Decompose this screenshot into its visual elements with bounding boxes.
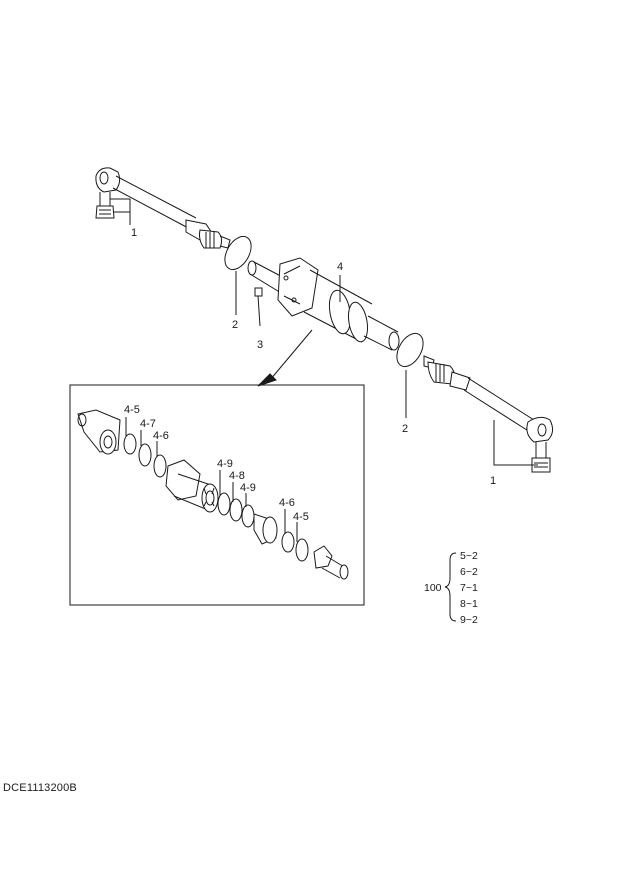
label-detail-4-7: 4-7 — [140, 418, 156, 430]
kit-number: 100 — [424, 582, 442, 594]
bolt — [254, 287, 263, 327]
detail-box — [69, 384, 365, 606]
tie-rod-left — [95, 167, 231, 249]
kit-brace — [444, 552, 457, 622]
label-o-ring-left: 2 — [232, 319, 238, 331]
label-detail-4-5b: 4-5 — [293, 511, 309, 523]
kit-item: 9~2 — [460, 614, 478, 626]
tie-rod-right — [423, 355, 554, 473]
label-cylinder: 4 — [337, 261, 343, 273]
label-tie-rod-left: 1 — [131, 227, 137, 239]
kit-item: 5~2 — [460, 550, 478, 562]
drawing-code: DCE1113200B — [3, 782, 77, 794]
label-detail-4-5: 4-5 — [124, 404, 140, 416]
label-detail-4-9b: 4-9 — [240, 482, 256, 494]
label-detail-4-9: 4-9 — [217, 458, 233, 470]
kit-item: 6~2 — [460, 566, 478, 578]
label-detail-4-6b: 4-6 — [279, 497, 295, 509]
o-ring-left — [224, 235, 252, 271]
cylinder-assembly — [247, 257, 400, 351]
label-tie-rod-right: 1 — [490, 475, 496, 487]
label-bolt: 3 — [257, 339, 263, 351]
detail-parts — [77, 409, 349, 580]
label-detail-4-6: 4-6 — [153, 430, 169, 442]
kit-item: 8~1 — [460, 598, 478, 610]
label-detail-4-8: 4-8 — [229, 470, 245, 482]
o-ring-right — [396, 332, 424, 368]
kit-item: 7~1 — [460, 582, 478, 594]
detail-pointer-arrow — [257, 373, 277, 387]
label-o-ring-right: 2 — [402, 423, 408, 435]
